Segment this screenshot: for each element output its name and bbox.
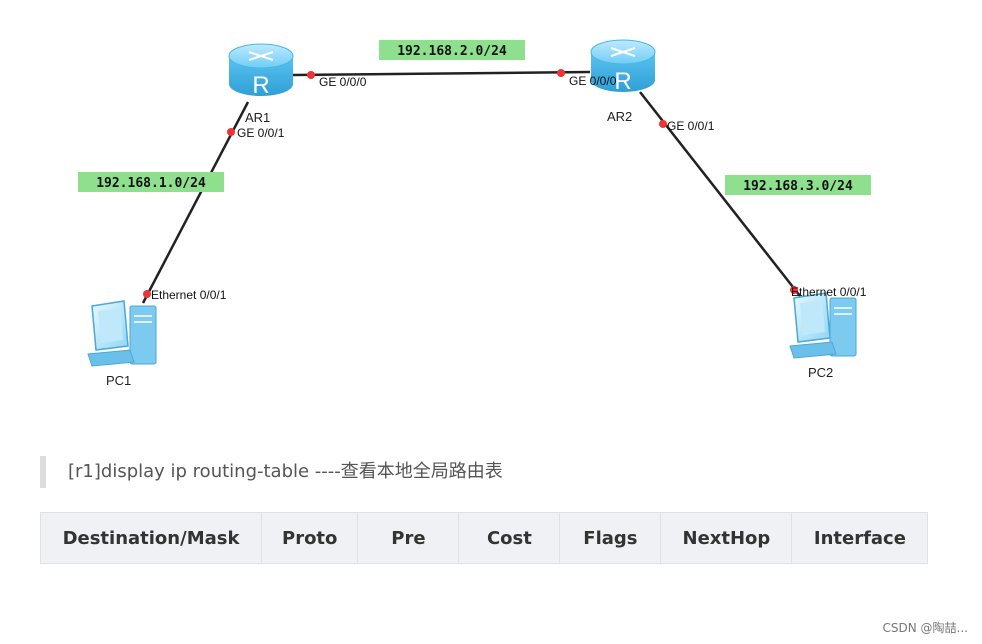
column-header-pre: Pre	[357, 512, 460, 564]
command-text: [r1]display ip routing-table ----查看本地全局路…	[68, 461, 503, 482]
network-label-text: 192.168.3.0/24	[743, 179, 853, 194]
watermark: CSDN @陶喆...	[882, 621, 968, 635]
pc-pc1[interactable]: PC1	[87, 300, 157, 388]
interface-label-ar1-ge000: GE 0/0/0	[319, 75, 367, 89]
column-header-proto: Proto	[260, 512, 359, 564]
device-label-pc2: PC2	[808, 365, 833, 380]
port-dot-pc1-eth	[143, 290, 151, 298]
column-header-interface: Interface	[791, 512, 929, 564]
pc-icon	[87, 300, 157, 367]
column-header-destination-mask: Destination/Mask	[40, 512, 262, 564]
device-label-ar2: AR2	[607, 109, 632, 124]
network-label-192-168-2: 192.168.2.0/24	[379, 40, 525, 60]
network-label-192-168-3: 192.168.3.0/24	[725, 175, 871, 195]
interface-label-pc2-eth: Ethernet 0/0/1	[791, 285, 867, 299]
column-header-flags: Flags	[559, 512, 662, 564]
router-ar2[interactable]: R AR2	[590, 39, 656, 124]
device-label-pc1: PC1	[106, 373, 131, 388]
router-icon: R	[228, 43, 294, 99]
network-topology-diagram: 192.168.2.0/24 192.168.1.0/24 192.168.3.…	[78, 39, 871, 388]
column-header-cost: Cost	[458, 512, 561, 564]
link-ar1-ar2	[292, 70, 591, 77]
router-glyph: R	[252, 72, 269, 99]
port-dot-ar2-ge000	[557, 69, 565, 77]
routing-table: Destination/Mask Proto Pre Cost Flags Ne…	[40, 512, 929, 564]
device-label-ar1: AR1	[245, 110, 270, 125]
link-ar2-pc2	[639, 91, 801, 297]
interface-label-ar2-ge000: GE 0/0/0	[569, 74, 617, 88]
interface-label-ar2-ge001: GE 0/0/1	[667, 119, 715, 133]
column-header-nexthop: NextHop	[660, 512, 793, 564]
routing-table-header-row: Destination/Mask Proto Pre Cost Flags Ne…	[40, 512, 929, 564]
router-icon: R	[590, 39, 656, 95]
pc-icon	[789, 292, 857, 359]
port-dot-ar1-ge000	[307, 71, 315, 79]
port-dot-ar1-ge001	[227, 128, 235, 136]
port-dot-pc2-eth	[790, 286, 798, 294]
command-blockquote: [r1]display ip routing-table ----查看本地全局路…	[40, 456, 503, 488]
router-ar1[interactable]: R AR1	[228, 43, 294, 125]
network-label-text: 192.168.2.0/24	[397, 44, 507, 59]
interface-label-ar1-ge001: GE 0/0/1	[237, 126, 285, 140]
router-glyph: R	[614, 68, 631, 95]
pc-pc2[interactable]: PC2	[789, 292, 857, 380]
port-dot-ar2-ge001	[659, 120, 667, 128]
interface-label-pc1-eth: Ethernet 0/0/1	[151, 288, 227, 302]
network-label-text: 192.168.1.0/24	[96, 176, 206, 191]
network-label-192-168-1: 192.168.1.0/24	[78, 172, 224, 192]
